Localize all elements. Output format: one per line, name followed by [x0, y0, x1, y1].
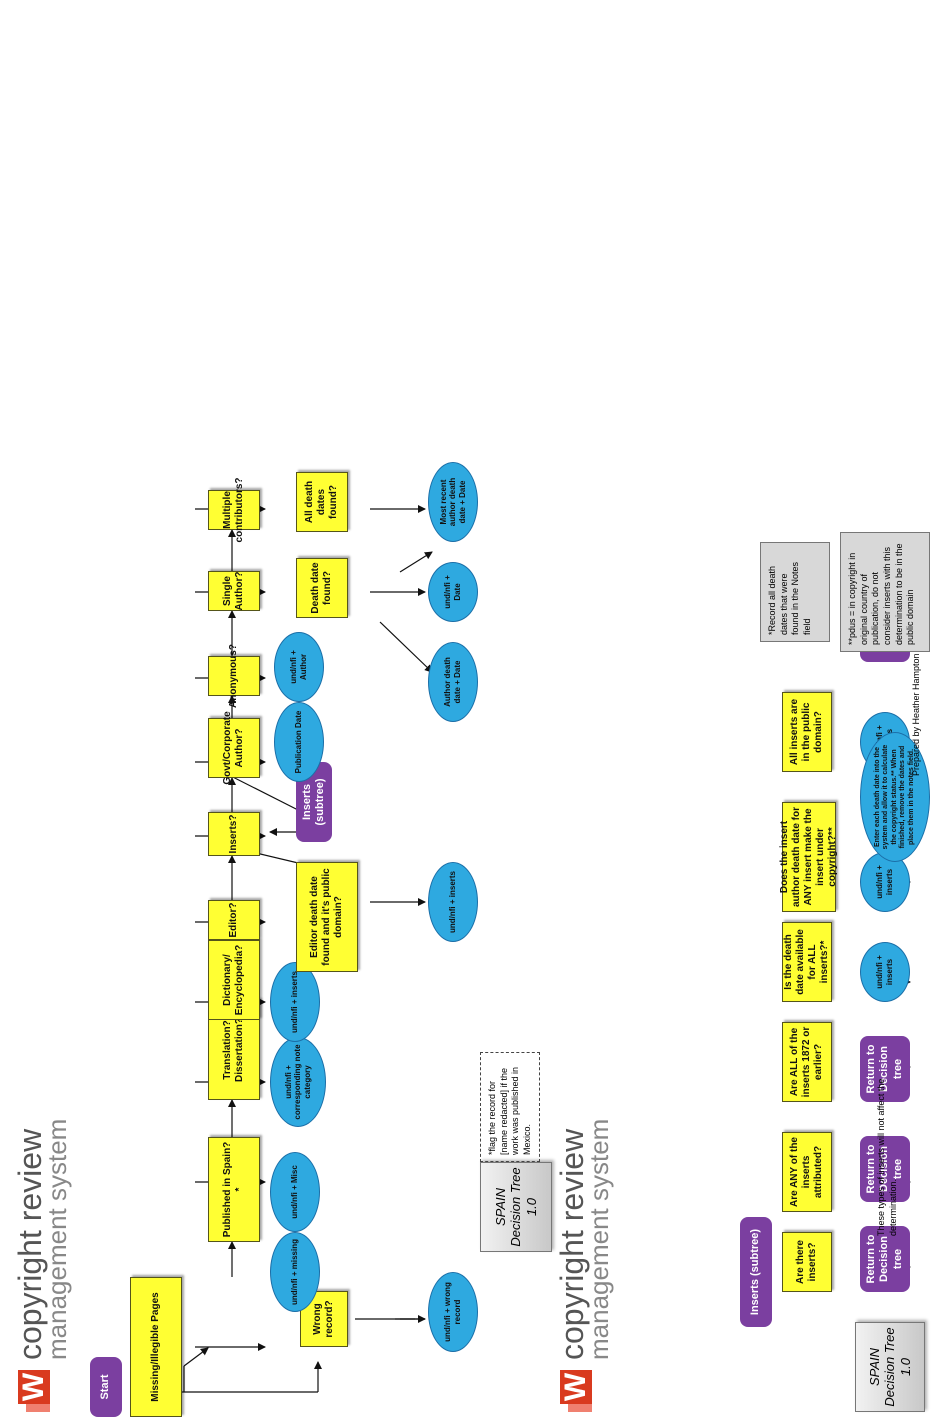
node-govt-author: Govt/Corporate Author?	[208, 711, 260, 785]
node-missing-pages: Missing/Illegible Pages	[130, 1277, 182, 1417]
title-version-right: Decision Tree 1.0	[882, 1327, 913, 1407]
node-dictionary: Dictionary/ Encyclopedia?	[208, 940, 260, 1020]
out-q4: und/nfi + inserts	[860, 942, 910, 1002]
record-note: *Record all death dates that were found …	[760, 542, 830, 642]
flag-note: *flag the record for [name redacted] if …	[480, 1052, 540, 1162]
node-published-spain: Published in Spain?*	[208, 1137, 260, 1242]
subtree-q1: Are there inserts?	[782, 1232, 832, 1292]
subtree-q2: Are ANY of the inserts attributed?	[782, 1132, 832, 1212]
title-box-right: SPAIN Decision Tree 1.0	[855, 1322, 925, 1412]
title-box-left: SPAIN Decision Tree 1.0	[480, 1162, 552, 1252]
outcome-anon-author: und/nfi + Author	[274, 632, 324, 702]
node-all-death-dates: All death dates found?	[296, 472, 348, 532]
title-country-right: SPAIN	[866, 1347, 882, 1387]
node-editor-death: Editor death date found and it's public …	[296, 862, 358, 972]
subtree-q6: All inserts are in the public domain?	[782, 692, 832, 772]
out-q5: und/nfi + inserts	[860, 852, 910, 912]
node-inserts: Inserts?	[208, 812, 260, 856]
node-editor: Editor?	[208, 900, 260, 940]
outcome-und-date: und/nfi + Date	[428, 562, 478, 622]
brand-subtitle-right: management system	[584, 1118, 614, 1360]
outcome-missing: und/nfi + missing	[270, 1232, 320, 1312]
start-node: Start	[90, 1357, 122, 1417]
outcome-publication-date: Publication Date	[274, 702, 324, 782]
node-death-date: Death date found?	[296, 558, 348, 618]
brace-note: These types of inserts will not affect t…	[876, 1078, 898, 1236]
subtree-q4: Is the death date available for ALL inse…	[782, 922, 832, 1002]
subtree-q3: Are ALL of the inserts 1872 or earlier?	[782, 1022, 832, 1102]
outcome-misc: und/nfi + Misc	[270, 1152, 320, 1232]
outcome-note-category: und/nfi + corresponding note category	[270, 1037, 326, 1127]
title-version: Decision Tree 1.0	[508, 1167, 539, 1247]
outcome-author-death: Author death date + Date	[428, 642, 478, 722]
subtree-title: Inserts (subtree)	[740, 1217, 772, 1327]
node-single-author: Single Author?	[208, 571, 260, 611]
node-anonymous: Anonymous?	[208, 644, 260, 708]
subtree-q5: Does the insert author death date for AN…	[779, 802, 838, 912]
outcome-wrong-record: und/nfi + wrong record	[428, 1272, 478, 1352]
outcome-editor-inserts: und/nfi + inserts	[428, 862, 478, 942]
brand-logo-icon-right: W	[559, 1370, 592, 1404]
brand-logo-icon: W	[17, 1370, 50, 1404]
title-country: SPAIN	[492, 1187, 508, 1227]
outcome-dictionary-inserts: und/nfi + inserts	[270, 962, 320, 1042]
prepared-by: Prepared by Heather Hampton	[911, 653, 921, 776]
outcome-recent-death: Most recent author death date + Date	[428, 462, 478, 542]
node-multiple-contributors: Multiple contributors?	[208, 477, 260, 542]
brand-subtitle: management system	[42, 1118, 72, 1360]
